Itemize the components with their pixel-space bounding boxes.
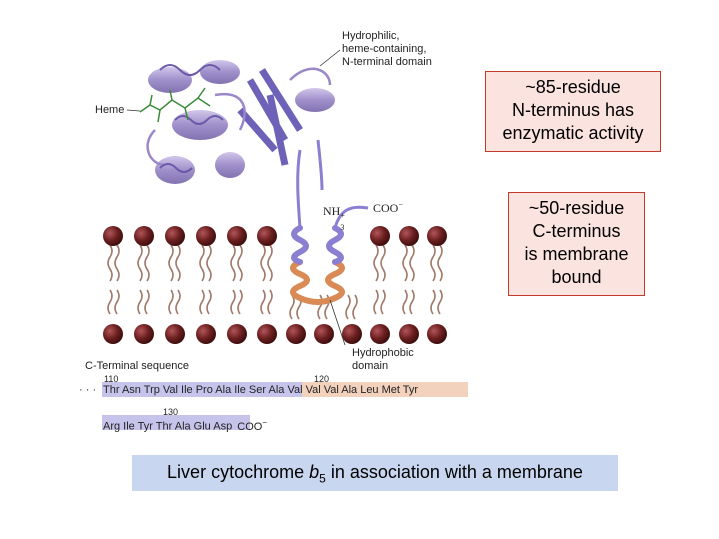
- upper-lipid-tails: [107, 244, 443, 282]
- sequence-row-2-terminus: COO: [237, 420, 263, 433]
- lower-lipid-heads: [103, 324, 447, 344]
- c-terminal-sequence-title: C-Terminal sequence: [85, 360, 189, 372]
- heme-group: [139, 87, 211, 123]
- c-terminus-callout-line4: bound: [551, 267, 602, 287]
- sequence-row-2: Arg Ile Tyr Thr Ala Glu Asp COO−: [103, 416, 267, 434]
- sequence-row-2-charge: −: [262, 418, 268, 427]
- coo-label: COO−: [373, 198, 403, 215]
- sequence-ellipsis: · · ·: [79, 384, 97, 396]
- lower-lipid-tails: [107, 289, 443, 320]
- n-terminus-callout-line3: enzymatic activity: [502, 123, 644, 143]
- residue-number-110: 110: [104, 374, 119, 384]
- sequence-row-1: Thr Asn Trp Val Ile Pro Ala Ile Ser Ala …: [103, 384, 419, 396]
- sequence-row-2-background: [102, 415, 250, 430]
- coo-charge: −: [398, 200, 403, 209]
- heme-label: Heme: [95, 104, 125, 116]
- residue-number-120: 120: [314, 374, 330, 384]
- n-terminal-domain: [146, 60, 335, 184]
- nh3-label: NH+3: [323, 204, 346, 233]
- coo-text: COO: [373, 201, 399, 215]
- upper-lipid-heads: [103, 226, 447, 246]
- figure-caption: Liver cytochrome b5 in association with …: [132, 455, 618, 491]
- linker-chains: [296, 139, 369, 229]
- hydrophobic-label-line2: domain: [352, 360, 389, 372]
- nh3-charge: +: [340, 211, 345, 220]
- hydrophobic-label-line1: Hydrophobic: [352, 347, 414, 359]
- nh3-subscript: 3: [340, 223, 345, 232]
- leader-lines: [126, 49, 346, 346]
- residue-number-130: 130: [163, 407, 179, 417]
- c-terminus-callout-line3: is membrane: [524, 244, 629, 264]
- n-domain-label: Hydrophilic, heme-containing, N-terminal…: [342, 30, 432, 69]
- n-domain-label-line3: N-terminal domain: [342, 56, 432, 68]
- c-terminus-callout-line1: ~50-residue: [528, 198, 625, 218]
- caption-italic: b: [309, 462, 320, 482]
- n-domain-label-line1: Hydrophilic,: [342, 30, 400, 42]
- nh3-text: NH: [323, 204, 341, 218]
- n-terminus-callout-line1: ~85-residue: [525, 77, 621, 97]
- hydrophobic-helix: [290, 259, 345, 305]
- caption-subscript: 5: [319, 471, 326, 486]
- c-terminus-callout: ~50-residue C-terminus is membrane bound: [508, 192, 645, 296]
- hydrophobic-label: Hydrophobic domain: [352, 347, 414, 373]
- n-terminus-callout: ~85-residue N-terminus has enzymatic act…: [485, 71, 661, 152]
- sequence-row-2-residues: Arg Ile Tyr Thr Ala Glu Asp: [103, 420, 233, 433]
- c-terminus-callout-line2: C-terminus: [532, 221, 621, 241]
- sequence-row-1-background: [102, 382, 468, 397]
- anchor-helices: [291, 225, 344, 265]
- n-domain-label-line2: heme-containing,: [342, 43, 427, 55]
- caption-suffix: in association with a membrane: [325, 462, 583, 482]
- n-terminus-callout-line2: N-terminus has: [511, 100, 635, 120]
- caption-prefix: Liver cytochrome: [167, 462, 310, 482]
